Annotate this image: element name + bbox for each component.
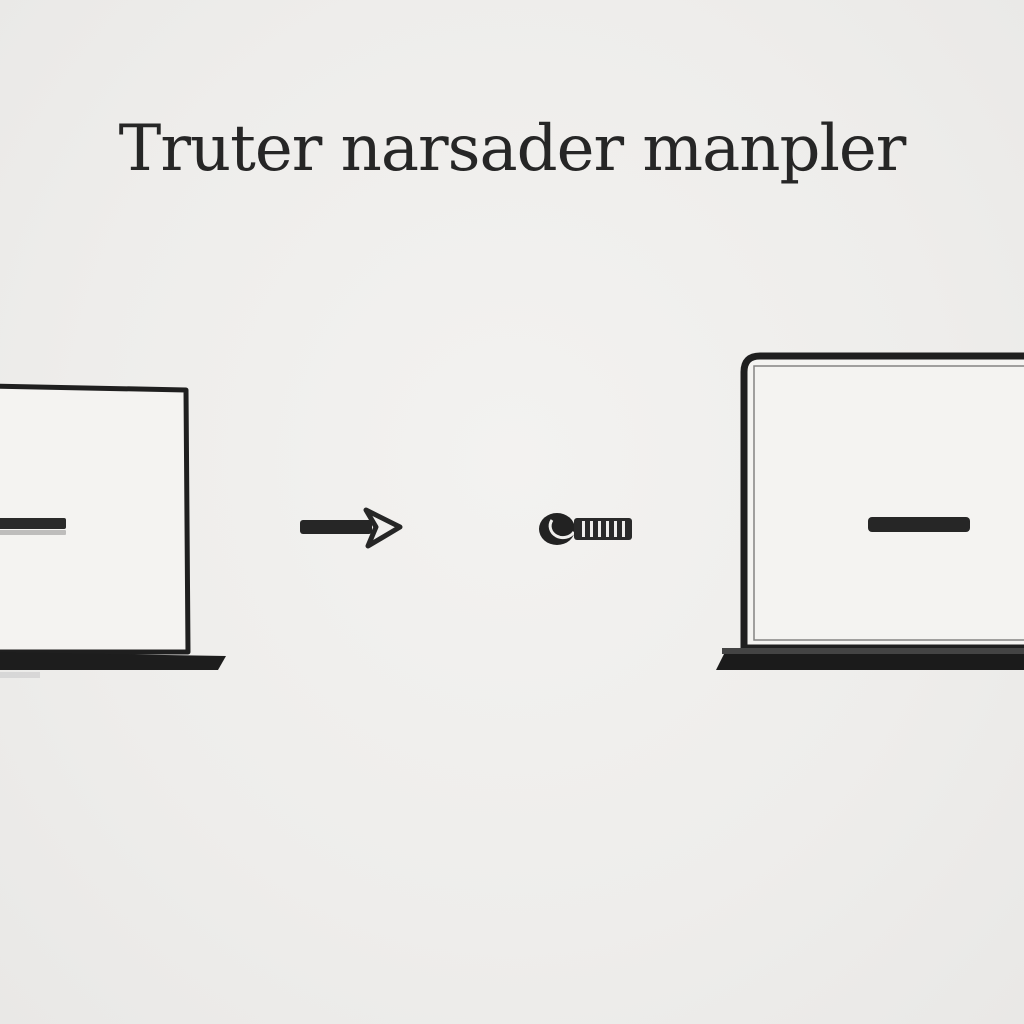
- connector-highlight: [548, 519, 576, 540]
- connector-groove: [614, 521, 617, 537]
- connector-body: [574, 518, 632, 540]
- connector-groove: [606, 521, 609, 537]
- arrow-right-icon: [300, 507, 403, 549]
- right-laptop-screen-inner: [753, 365, 1024, 641]
- arrow-head: [363, 507, 403, 549]
- right-laptop-base: [716, 654, 1024, 670]
- left-laptop-icon: [0, 383, 226, 678]
- left-laptop-base: [0, 652, 226, 670]
- connector-groove: [590, 521, 593, 537]
- diagram-title: Truter narsader manpler: [118, 112, 907, 186]
- right-laptop-screen: [740, 352, 1024, 652]
- right-laptop-icon: [716, 352, 1024, 670]
- connector-groove: [622, 521, 625, 537]
- connector-head: [539, 513, 575, 545]
- left-laptop-screen-bar-shadow: [0, 530, 66, 535]
- left-laptop-screen-bar: [0, 518, 66, 529]
- left-laptop-screen: [0, 383, 191, 655]
- connector-groove: [598, 521, 601, 537]
- right-laptop-hinge: [722, 648, 1024, 654]
- connector-plug-icon: [539, 513, 632, 545]
- right-laptop-screen-bar: [868, 517, 970, 532]
- connector-groove: [582, 521, 585, 537]
- arrow-shaft: [300, 520, 372, 534]
- left-laptop-base-reflection: [0, 672, 40, 678]
